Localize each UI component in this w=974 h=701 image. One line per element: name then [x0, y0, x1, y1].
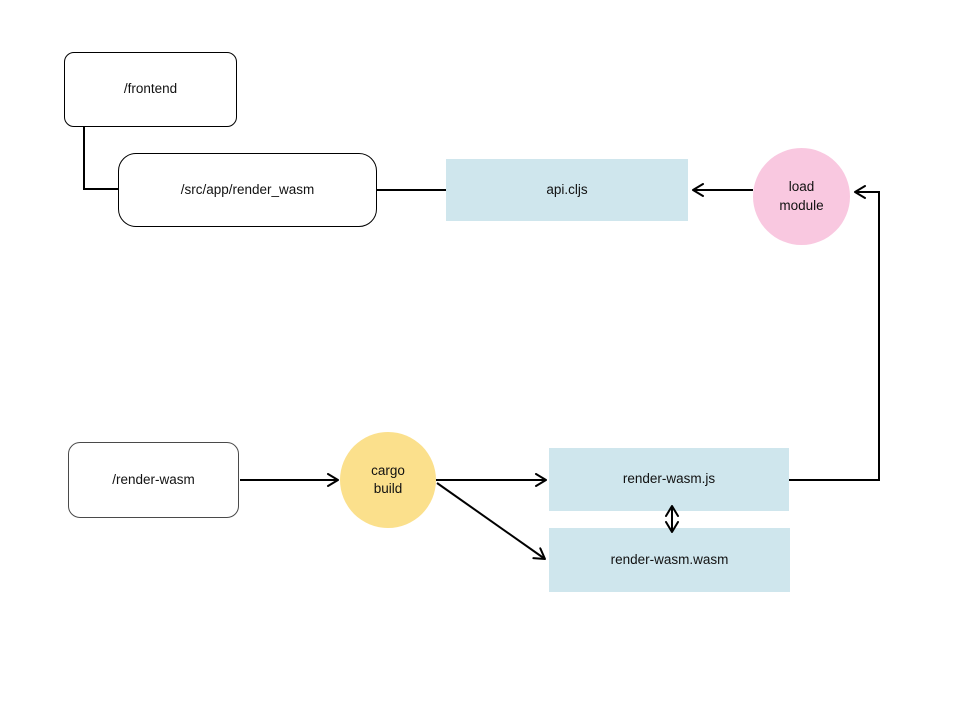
edge-frontend-to-src-app: [83, 127, 118, 190]
edge-cargo-build-to-render-wasm-wasm: [436, 482, 546, 560]
node-cargo-build-label: cargo build: [371, 462, 405, 496]
node-api-cljs-label: api.cljs: [546, 181, 588, 197]
node-render-wasm-dir-label: /render-wasm: [112, 471, 195, 487]
node-render-wasm-wasm-label: render-wasm.wasm: [610, 551, 729, 567]
node-load-module: load module: [753, 148, 850, 245]
node-src-app-render-wasm: /src/app/render_wasm: [118, 153, 377, 227]
node-render-wasm-js: render-wasm.js: [549, 448, 789, 511]
node-render-wasm-dir: /render-wasm: [68, 442, 239, 518]
node-cargo-build: cargo build: [340, 432, 436, 528]
node-render-wasm-js-label: render-wasm.js: [622, 471, 716, 487]
node-api-cljs: api.cljs: [446, 159, 688, 221]
node-frontend-label: /frontend: [123, 81, 178, 97]
node-frontend: /frontend: [64, 52, 237, 127]
node-render-wasm-wasm: render-wasm.wasm: [549, 528, 790, 592]
node-src-app-render-wasm-label: /src/app/render_wasm: [180, 181, 315, 197]
node-load-module-label: load module: [779, 179, 824, 213]
